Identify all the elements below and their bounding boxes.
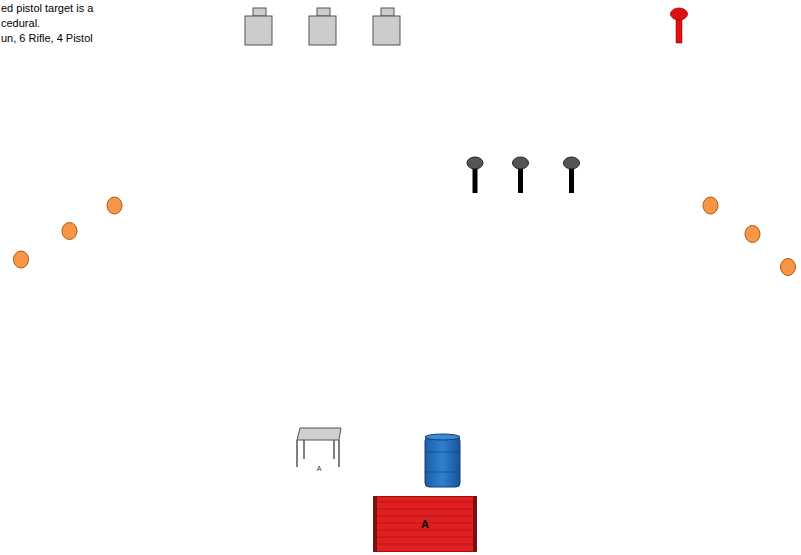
wall-stripe [375, 509, 475, 510]
red-popper [671, 8, 688, 43]
wall-fill [374, 497, 477, 552]
wall-stripe [375, 516, 475, 517]
position-letter: A [317, 464, 322, 473]
wall-stripe [375, 502, 475, 503]
stage-note: un, 6 Rifle, 4 Pistol [1, 32, 93, 45]
pistol-targets [467, 157, 580, 193]
barrel [425, 434, 460, 487]
table-top [297, 428, 341, 440]
wall-stripe [375, 530, 475, 531]
wall-stripe [375, 537, 475, 538]
stage-note: cedural. [1, 17, 40, 30]
wall-post [373, 496, 377, 552]
table-leg [303, 440, 305, 459]
wall-stripe [375, 544, 475, 545]
table-leg [333, 440, 335, 459]
stage-note: ed pistol target is a [1, 2, 93, 15]
orange-targets [14, 197, 796, 276]
position-letter: A [421, 518, 429, 531]
table-leg [296, 440, 298, 467]
table-box: A [294, 425, 344, 477]
gray-targets [245, 8, 400, 45]
table-leg [338, 440, 340, 467]
shooting-position-box: A [373, 496, 477, 552]
wall-post [473, 496, 477, 552]
